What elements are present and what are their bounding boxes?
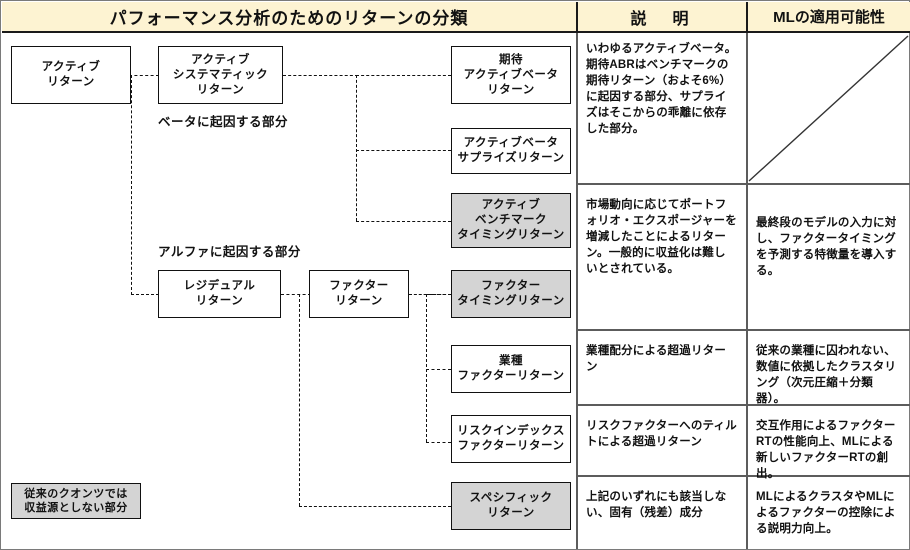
header-description-title: 説 明 (576, 2, 746, 33)
column-divider-ml (746, 33, 748, 549)
connector-to-factor-timing (426, 294, 451, 295)
description-cell-active-beta: いわゆるアクティブベータ。期待ABRはベンチマークの期待リターン（およそ6%）に… (586, 43, 737, 135)
node-specific-return[interactable]: スペシフィック リターン (451, 482, 571, 530)
description-cell-timing: 市場動向に応じてポートフォリオ・エクスポージャーを増減したことによるリターン。一… (586, 199, 737, 275)
row-divider-4 (576, 475, 910, 477)
label-alpha-attributable: アルファに起因する部分 (158, 245, 301, 259)
node-active-benchmark-timing-return[interactable]: アクティブ ベンチマーク タイミングリターン (451, 193, 571, 248)
node-legacy-quants-note[interactable]: 従来のクオンツでは 収益源としない部分 (11, 483, 141, 519)
connector-trunk-specific (299, 294, 300, 506)
node-active-systematic-return[interactable]: アクティブ システマティック リターン (158, 46, 283, 104)
connector-trunk-to-residual (131, 294, 159, 295)
description-cell-specific: 上記のいずれにも該当しない、固有（残差）成分 (586, 491, 727, 519)
connector-to-benchmark-timing (356, 221, 451, 222)
connector-trunk-main (131, 75, 132, 295)
ml-cell-risk-index: 交互作用によるファクターRTの性能向上、MLによる新しいファクターRTの創出。 (756, 420, 896, 480)
row-divider-3 (576, 404, 910, 406)
ml-cell-active-beta (748, 35, 909, 182)
connector-trunk-beta (356, 75, 357, 221)
connector-to-industry-factor (426, 369, 451, 370)
row-divider-2 (576, 329, 910, 331)
node-active-beta-surprise-return[interactable]: アクティブベータ サプライズリターン (451, 128, 571, 174)
connector-to-active-beta-surprise (356, 150, 451, 151)
node-active-return[interactable]: アクティブ リターン (11, 46, 131, 104)
header-diagram-title: パフォーマンス分析のためのリターンの分類 (2, 2, 576, 33)
node-industry-factor-return[interactable]: 業種 ファクターリターン (451, 345, 571, 393)
node-expected-active-beta-return[interactable]: 期待 アクティブベータ リターン (451, 46, 571, 104)
node-factor-timing-return[interactable]: ファクター タイミングリターン (451, 270, 571, 318)
connector-residual-to-factor (281, 294, 311, 295)
connector-to-risk-index-factor (426, 442, 451, 443)
description-cell-industry: 業種配分による超過リターン (586, 345, 727, 373)
description-cell-risk-index: リスクファクターへのティルトによる超過リターン (586, 420, 737, 448)
ml-cell-not-applicable-slash (748, 35, 909, 182)
connector-to-expected-active-beta (356, 75, 451, 76)
connector-trunk-factor (426, 294, 427, 442)
node-factor-return[interactable]: ファクター リターン (309, 270, 409, 318)
row-divider-1 (576, 183, 910, 185)
column-divider-description (576, 33, 578, 549)
ml-cell-industry: 従来の業種に囚われない、数値に依拠したクラスタリング（次元圧縮＋分類器）。 (756, 345, 897, 405)
ml-cell-specific: MLによるクラスタやMLによるファクターの控除による説明力向上。 (756, 491, 896, 535)
ml-cell-timing: 最終段のモデルの入力に対し、ファクタータイミングを予測する特徴量を導入する。 (756, 217, 897, 277)
connector-active-to-systematic (129, 75, 159, 76)
connector-systematic-to-trunk (283, 75, 358, 76)
connector-to-specific-return (299, 506, 451, 507)
node-residual-return[interactable]: レジデュアル リターン (158, 270, 281, 318)
header-ml-title: MLの適用可能性 (746, 2, 910, 33)
node-risk-index-factor-return[interactable]: リスクインデックス ファクターリターン (451, 415, 571, 463)
label-beta-attributable: ベータに起因する部分 (158, 115, 289, 129)
